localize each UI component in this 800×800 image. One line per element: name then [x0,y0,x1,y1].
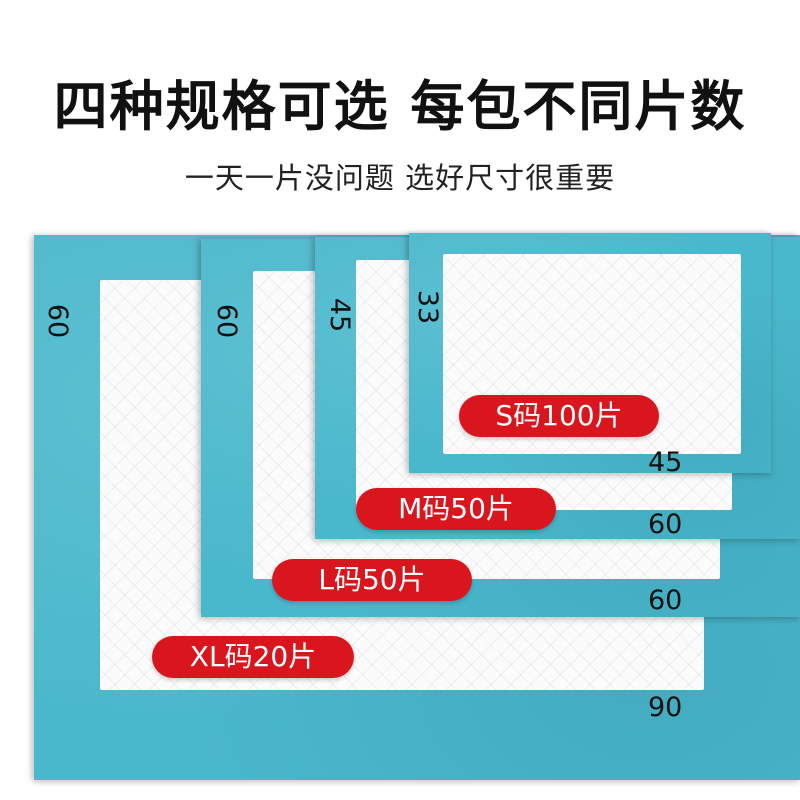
pad-l-width-label: 60 [211,303,243,339]
pad-xl-width-label: 60 [42,303,74,339]
pad-l-length-label: 60 [648,585,683,616]
size-l-badge: L码50片 [272,559,472,601]
size-m-badge: M码50片 [356,488,556,530]
size-xl-badge: XL码20片 [152,636,354,678]
size-s-badge: S码100片 [459,395,659,437]
pad-m-length-label: 60 [648,509,683,540]
pad-xl-length-label: 90 [648,692,683,723]
headline: 四种规格可选 每包不同片数 [53,75,747,138]
subheadline: 一天一片没问题 选好尺寸很重要 [184,161,616,195]
pad-s-length-label: 45 [648,447,683,478]
pad-m-width-label: 45 [324,297,356,333]
pad-s-width-label: 33 [412,289,444,325]
